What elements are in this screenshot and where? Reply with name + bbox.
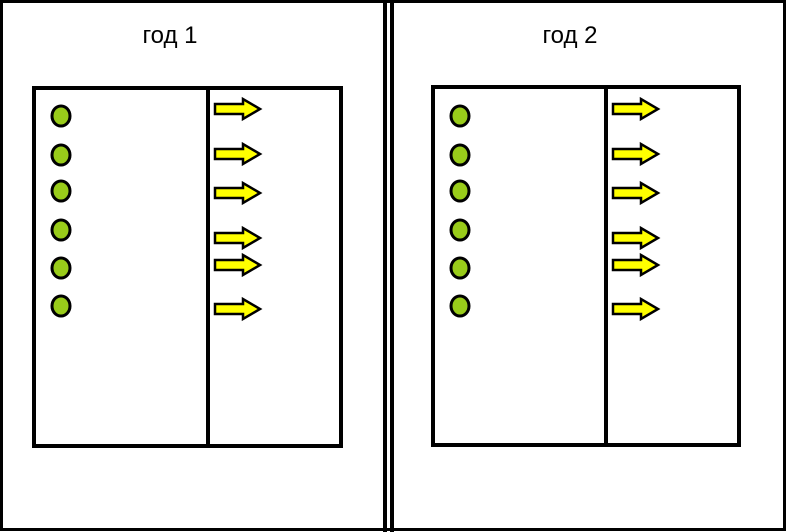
yellow-right-arrow-icon [213, 252, 263, 278]
green-circle-icon [449, 104, 471, 128]
yellow-right-arrow-icon [213, 225, 263, 251]
green-circle-icon [449, 218, 471, 242]
yellow-right-arrow-icon [213, 180, 263, 206]
yellow-right-arrow-icon [611, 296, 661, 322]
green-circle-icon [50, 179, 72, 203]
green-circle-icon [50, 294, 72, 318]
container-box [431, 85, 741, 447]
dots-column [449, 104, 471, 318]
green-circle-icon [449, 256, 471, 280]
arrows-column [213, 96, 263, 322]
green-circle-icon [449, 294, 471, 318]
green-circle-icon [50, 104, 72, 128]
yellow-right-arrow-icon [611, 141, 661, 167]
yellow-right-arrow-icon [213, 96, 263, 122]
green-circle-icon [50, 256, 72, 280]
arrows-column [611, 96, 661, 322]
yellow-right-arrow-icon [213, 296, 263, 322]
panel-year-1: год 1 [32, 22, 343, 448]
green-circle-icon [449, 179, 471, 203]
yellow-right-arrow-icon [611, 96, 661, 122]
green-circle-icon [50, 143, 72, 167]
yellow-right-arrow-icon [611, 252, 661, 278]
dots-column [50, 104, 72, 318]
yellow-right-arrow-icon [213, 141, 263, 167]
panel-title: год 2 [542, 22, 597, 49]
panel-year-2: год 2 [431, 22, 741, 447]
green-circle-icon [449, 143, 471, 167]
container-box [32, 86, 343, 448]
green-circle-icon [50, 218, 72, 242]
yellow-right-arrow-icon [611, 180, 661, 206]
panel-title: год 1 [142, 22, 197, 49]
yellow-right-arrow-icon [611, 225, 661, 251]
